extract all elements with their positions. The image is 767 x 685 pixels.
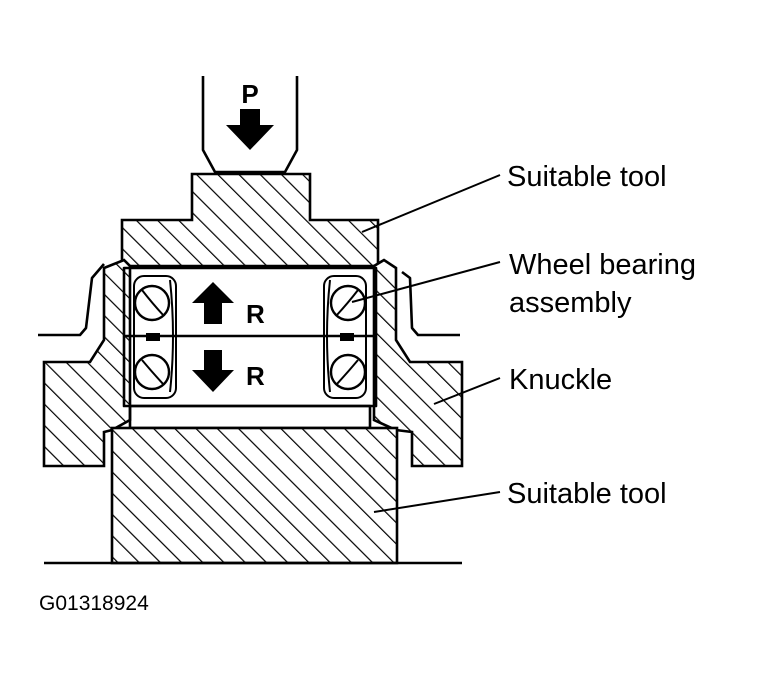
leader-lines [351, 174, 501, 513]
label-suitable-tool-top: Suitable tool [507, 161, 667, 193]
leader-wheel-bearing [351, 261, 501, 303]
leader-knuckle [433, 377, 501, 405]
knuckle-left [38, 258, 132, 468]
reaction-down-arrow-icon [192, 350, 234, 392]
upper-suitable-tool [120, 172, 380, 268]
wheel-bearing-assembly: R R [122, 266, 378, 408]
label-knuckle: Knuckle [509, 364, 612, 396]
force-label: P [241, 79, 258, 109]
bearing-balls [133, 284, 367, 391]
leader-suitable-tool-top [361, 174, 501, 233]
reaction-down-label: R [246, 361, 265, 391]
label-suitable-tool-bottom: Suitable tool [507, 478, 667, 510]
press-ram: P [201, 76, 299, 174]
force-down-arrow-icon [226, 109, 274, 150]
label-wheel-bearing-line2: assembly [509, 287, 632, 319]
label-wheel-bearing-line1: Wheel bearing [509, 249, 696, 281]
reaction-up-label: R [246, 299, 265, 329]
reaction-up-arrow-icon [192, 282, 234, 324]
figure-code: G01318924 [39, 592, 149, 615]
leader-suitable-tool-bottom [373, 491, 501, 513]
lower-suitable-tool [44, 404, 462, 565]
